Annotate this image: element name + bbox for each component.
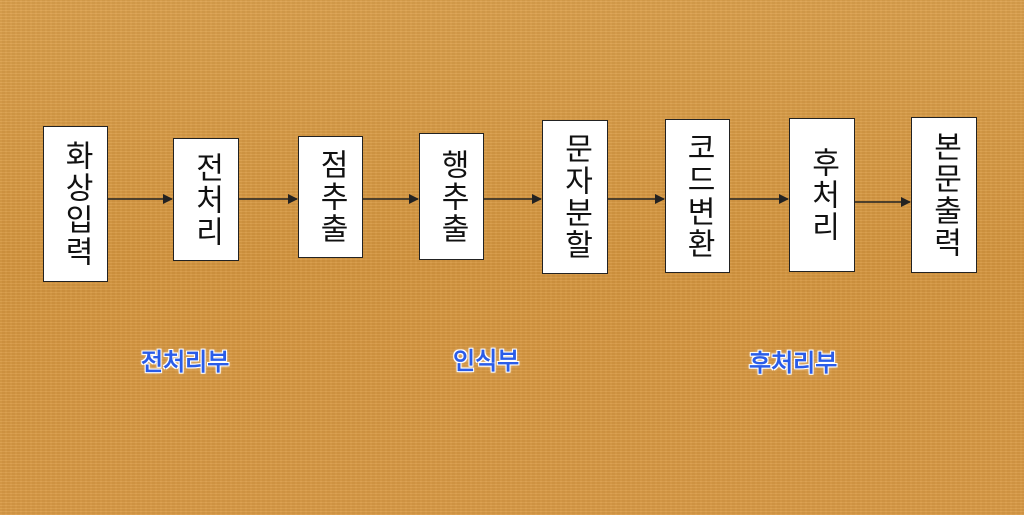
- step-box-image-input: 화상입력: [43, 126, 108, 282]
- step-label-character-segmentation: 문자분할: [558, 133, 593, 261]
- step-box-code-conversion: 코드변환: [665, 119, 730, 273]
- step-label-code-conversion: 코드변환: [680, 132, 716, 260]
- step-label-preprocessing: 전처리: [189, 151, 224, 248]
- group-label-postprocessing: 후처리부: [749, 349, 838, 377]
- step-label-dot-extraction: 점추출: [313, 149, 349, 245]
- step-label-image-input: 화상입력: [58, 140, 94, 268]
- step-box-line-extraction: 행추출: [419, 133, 484, 260]
- step-box-preprocessing: 전처리: [173, 138, 239, 261]
- step-label-postprocessing: 후처리: [805, 147, 840, 243]
- step-box-dot-extraction: 점추출: [298, 136, 363, 258]
- step-box-text-output: 본문출력: [911, 117, 977, 273]
- group-label-preprocessing: 전처리부: [141, 348, 230, 376]
- step-box-character-segmentation: 문자분할: [542, 120, 608, 274]
- group-label-recognition: 인식부: [453, 347, 520, 375]
- step-label-text-output: 본문출력: [927, 131, 962, 259]
- step-box-postprocessing: 후처리: [789, 118, 855, 272]
- step-label-line-extraction: 행추출: [434, 148, 470, 245]
